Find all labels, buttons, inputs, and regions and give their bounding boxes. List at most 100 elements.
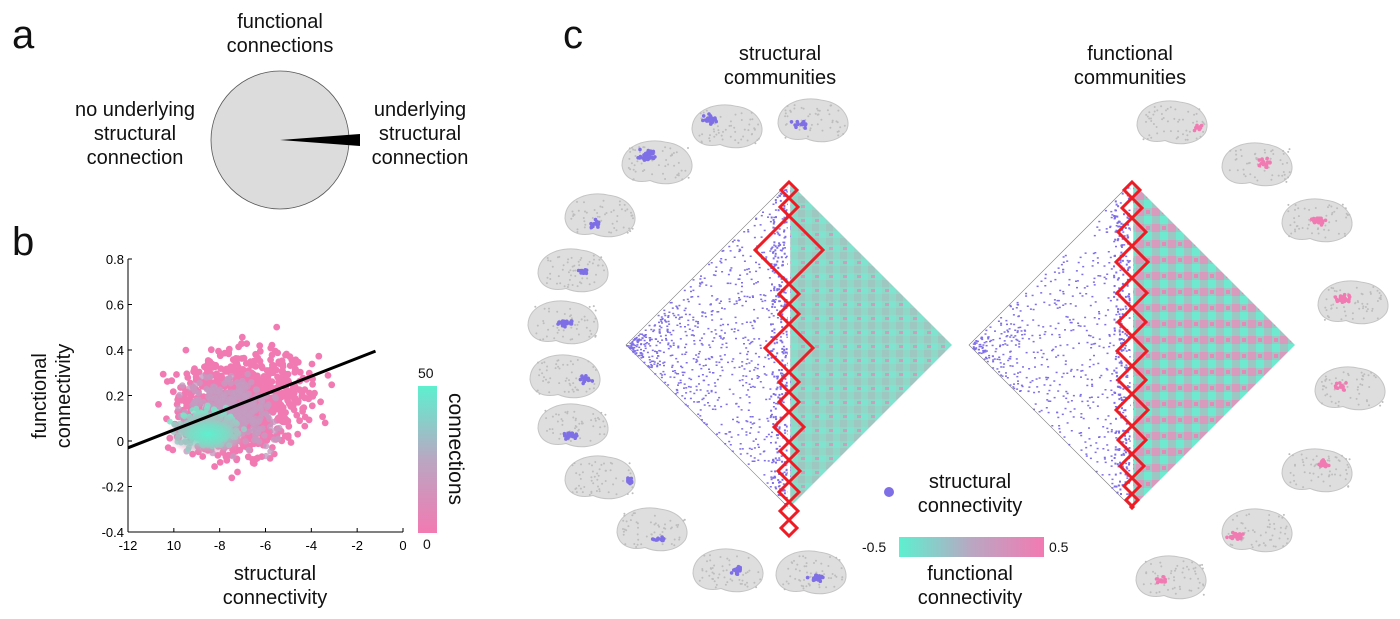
brain-texture-dot xyxy=(1326,393,1329,396)
matrix-dot xyxy=(998,337,1001,340)
matrix-dot xyxy=(753,422,756,424)
matrix-dot xyxy=(771,482,774,484)
matrix-dot xyxy=(695,320,698,323)
brain-texture-dot xyxy=(574,269,577,272)
brain-texture-dot xyxy=(1240,155,1243,157)
matrix-dot xyxy=(677,345,680,347)
brain-texture-dot xyxy=(1339,289,1342,292)
brain-texture-dot xyxy=(623,203,626,206)
brain-texture-dot xyxy=(1294,204,1297,206)
matrix-dot xyxy=(1097,396,1100,398)
matrix-dot xyxy=(650,366,653,369)
brain-texture-dot xyxy=(545,335,548,338)
matrix-dot xyxy=(1120,493,1122,495)
matrix-dot xyxy=(776,196,779,199)
matrix-dot xyxy=(745,394,748,396)
matrix-dot xyxy=(767,433,770,436)
brain-texture-dot xyxy=(604,213,606,216)
matrix-dot xyxy=(1111,487,1114,489)
brain-texture-dot xyxy=(1229,149,1232,152)
matrix-dot xyxy=(1049,280,1052,283)
matrix-dot xyxy=(1103,265,1106,267)
matrix-dot xyxy=(1114,462,1117,465)
matrix-dot xyxy=(763,251,766,254)
brain-texture-dot xyxy=(566,286,569,288)
brain-texture-dot xyxy=(562,335,564,338)
brain-texture-dot xyxy=(585,211,588,214)
brain-texture-dot xyxy=(577,209,580,212)
brain-texture-dot xyxy=(564,411,567,414)
brain-texture-dot xyxy=(1308,472,1311,475)
brain-texture-dot xyxy=(706,560,708,563)
brain-texture-dot xyxy=(604,469,607,472)
brain-texture-dot xyxy=(717,131,720,134)
brain-texture-dot xyxy=(1379,404,1382,407)
brain-texture-dot xyxy=(1142,138,1145,141)
matrix-dot xyxy=(661,322,663,324)
brain-texture-dot xyxy=(1234,149,1237,152)
matrix-dot xyxy=(1120,454,1123,457)
matrix-dot xyxy=(1114,254,1116,257)
brain-texture-dot xyxy=(784,109,787,112)
scatter-point xyxy=(282,351,289,359)
matrix-dot xyxy=(1053,299,1056,301)
brain-texture-dot xyxy=(705,570,708,573)
brain-texture-dot xyxy=(1342,371,1345,374)
matrix-dot xyxy=(678,304,681,307)
brain-texture-dot xyxy=(837,109,840,112)
matrix-dot xyxy=(1006,329,1009,331)
brain-texture-dot xyxy=(1177,120,1180,123)
brain-texture-dot xyxy=(538,374,541,377)
matrix-dot xyxy=(982,344,985,346)
matrix-dot xyxy=(1107,309,1110,311)
brain-texture-dot xyxy=(1288,171,1291,174)
matrix-dot xyxy=(658,328,661,331)
matrix-dot xyxy=(1098,220,1101,223)
matrix-dot xyxy=(769,388,772,390)
matrix-dot xyxy=(785,354,787,357)
matrix-dot xyxy=(737,405,740,408)
matrix-dot xyxy=(705,423,708,426)
brain-texture-dot xyxy=(785,580,788,583)
matrix-dot xyxy=(1092,281,1095,283)
brain-texture-dot xyxy=(753,128,756,131)
matrix-dot xyxy=(714,408,717,411)
brain-texture-dot xyxy=(798,569,801,572)
brain-texture-dot xyxy=(1334,377,1337,380)
matrix-dot xyxy=(1067,401,1070,403)
matrix-dot xyxy=(1089,444,1092,447)
brain-texture-dot xyxy=(630,162,633,165)
matrix-dot xyxy=(778,228,781,230)
matrix-dot xyxy=(1109,226,1112,229)
matrix-dot xyxy=(746,452,749,455)
matrix-dot xyxy=(744,336,747,339)
matrix-dot xyxy=(1119,488,1122,491)
matrix-dot xyxy=(700,342,703,345)
matrix-dot xyxy=(770,216,773,219)
matrix-dot xyxy=(1058,272,1061,274)
matrix-dot xyxy=(1058,306,1061,309)
brain-texture-dot xyxy=(569,360,572,363)
brain-texture-dot xyxy=(1325,214,1328,217)
brain-texture-dot xyxy=(1368,404,1370,407)
matrix-dot xyxy=(1026,324,1029,326)
matrix-dot xyxy=(746,353,749,356)
brain-texture-dot xyxy=(736,555,738,558)
brain-texture-dot xyxy=(556,256,559,259)
brain-texture-dot xyxy=(588,493,591,496)
brain-texture-dot xyxy=(1335,219,1338,222)
matrix-dot xyxy=(1032,351,1035,353)
matrix-dot xyxy=(1081,295,1084,297)
matrix-dot xyxy=(1111,394,1114,396)
brain-community-node xyxy=(805,575,810,580)
brain-texture-dot xyxy=(1347,372,1349,375)
brain-texture-dot xyxy=(592,413,595,415)
brain-texture-dot xyxy=(610,211,613,213)
brain-texture-dot xyxy=(1324,306,1327,309)
matrix-dot xyxy=(753,236,756,239)
matrix-dot xyxy=(724,443,727,445)
matrix-dot xyxy=(999,362,1002,364)
matrix-dot xyxy=(1102,426,1105,428)
matrix-dot xyxy=(700,367,703,370)
matrix-dot xyxy=(720,258,723,260)
